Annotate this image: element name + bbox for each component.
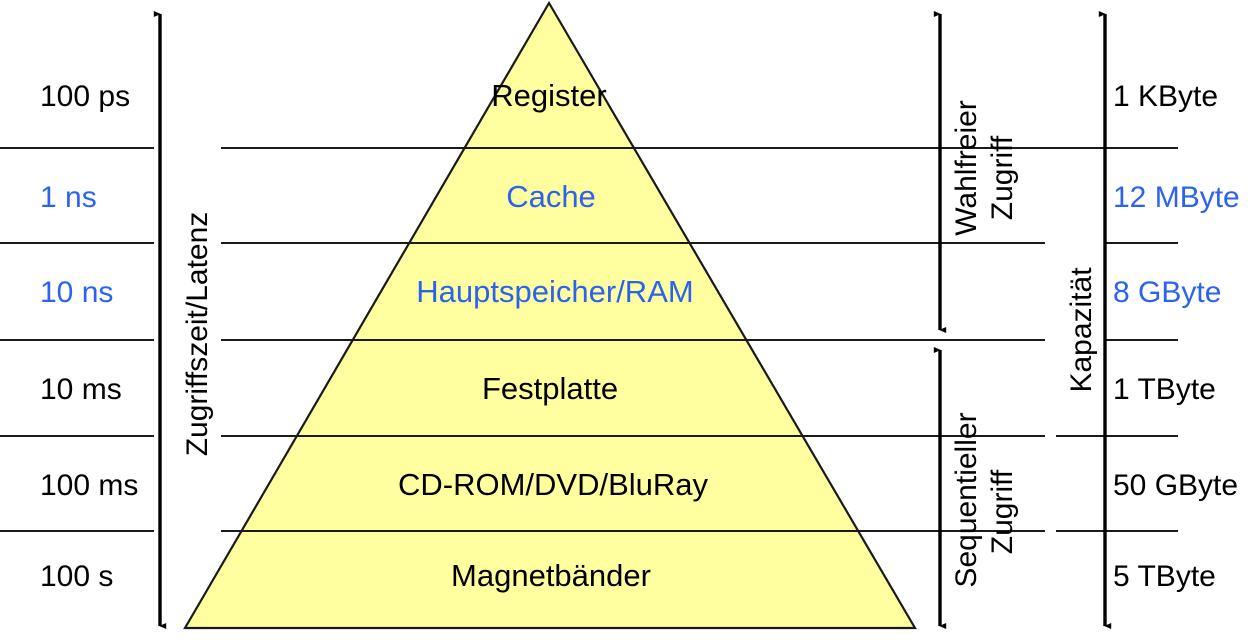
latency-label-tape: 100 s bbox=[40, 560, 113, 593]
pyramid-shape bbox=[183, 0, 917, 630]
access-type-axis: Wahlfreier Zugriff Sequentieller Zugriff bbox=[933, 10, 1019, 629]
random-access-caption-line-2: Zugriff bbox=[986, 135, 1019, 220]
capacity-axis-caption: Kapazität bbox=[1065, 267, 1098, 393]
tier-label-tape: Magnetbänder bbox=[451, 558, 651, 593]
random-access-caption-line-1: Wahlfreier bbox=[950, 100, 983, 236]
sequential-access-caption-line-2: Zugriff bbox=[986, 469, 1019, 554]
tier-label-ram: Hauptspeicher/RAM bbox=[416, 274, 693, 309]
tier-label-register: Register bbox=[491, 78, 606, 113]
capacity-labels: 1 KByte 12 MByte 8 GByte 1 TByte 50 GByt… bbox=[1113, 80, 1240, 593]
tier-label-cache: Cache bbox=[506, 179, 596, 214]
latency-axis-caption: Zugriffszeit/Latenz bbox=[181, 212, 214, 457]
latency-axis: Zugriffszeit/Latenz bbox=[153, 10, 214, 629]
tier-label-optical: CD-ROM/DVD/BluRay bbox=[398, 467, 709, 502]
latency-label-disk: 10 ms bbox=[40, 373, 122, 406]
capacity-label-tape: 5 TByte bbox=[1113, 560, 1216, 593]
latency-label-cache: 1 ns bbox=[40, 181, 97, 214]
capacity-label-register: 1 KByte bbox=[1113, 80, 1218, 113]
tier-name-labels: Register Cache Hauptspeicher/RAM Festpla… bbox=[398, 78, 709, 593]
capacity-label-cache: 12 MByte bbox=[1113, 181, 1240, 214]
tier-label-disk: Festplatte bbox=[482, 371, 618, 406]
latency-label-register: 100 ps bbox=[40, 80, 130, 113]
memory-pyramid bbox=[183, 0, 917, 630]
latency-label-ram: 10 ns bbox=[40, 276, 113, 309]
sequential-access-caption-line-1: Sequentieller bbox=[950, 412, 983, 587]
capacity-label-disk: 1 TByte bbox=[1113, 373, 1216, 406]
latency-labels: 100 ps 1 ns 10 ns 10 ms 100 ms 100 s bbox=[40, 80, 138, 593]
capacity-label-ram: 8 GByte bbox=[1113, 276, 1221, 309]
capacity-axis: Kapazität bbox=[1065, 10, 1112, 629]
latency-label-optical: 100 ms bbox=[40, 469, 138, 502]
capacity-label-optical: 50 GByte bbox=[1113, 469, 1238, 502]
